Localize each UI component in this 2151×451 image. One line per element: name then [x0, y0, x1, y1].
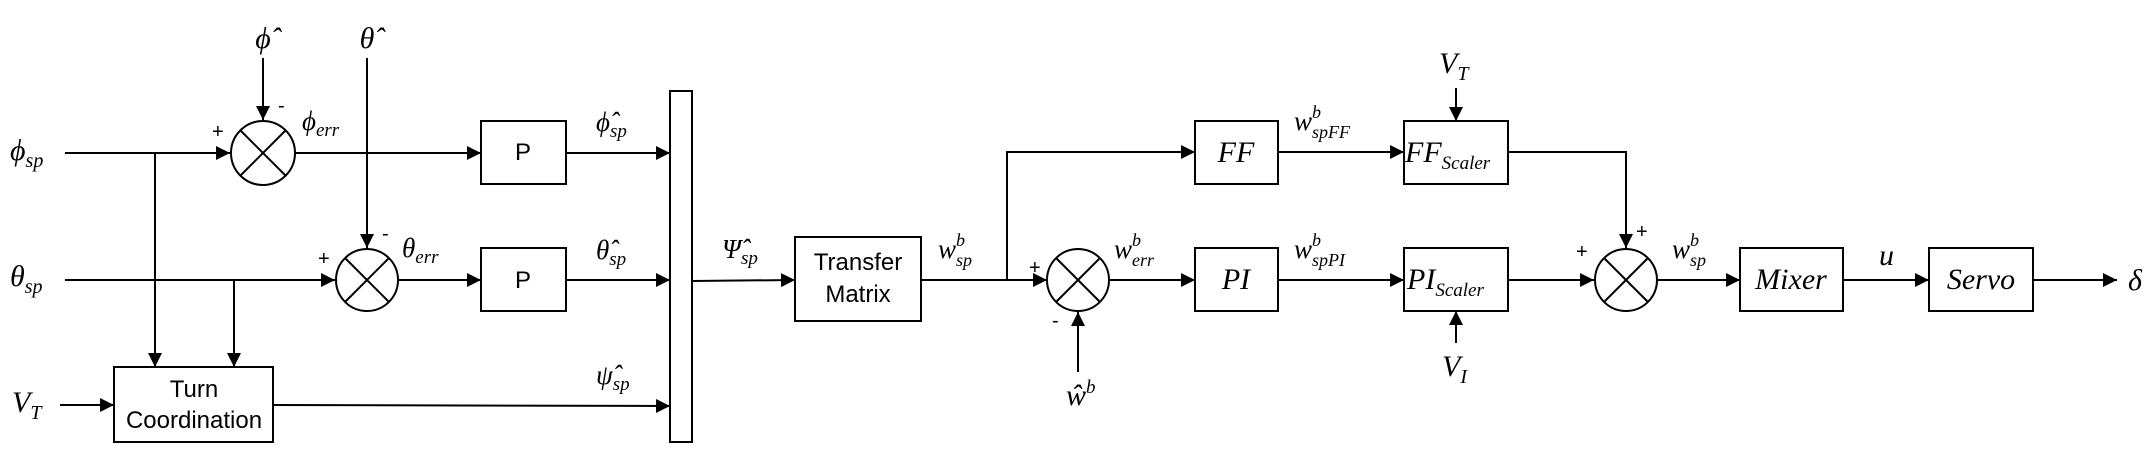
ff-scaler-label: FF [1404, 136, 1442, 169]
wire-Psi-hat-sp [691, 273, 796, 288]
sign-minus-phi: - [278, 95, 285, 117]
sum-junction-phi [230, 120, 296, 186]
block-servo-label: Servo [1947, 263, 2015, 296]
label-delta: δ [2128, 264, 2143, 297]
block-pi-scaler: PIScaler [1403, 247, 1509, 312]
block-ff-scaler: FFScaler [1403, 120, 1509, 185]
label-phi-hat: ϕ̂ [255, 22, 283, 55]
wire-w-sp-ff-branch [1006, 145, 1195, 280]
block-ff: FF [1194, 120, 1279, 185]
label-w-hat: ŵb [1066, 377, 1096, 412]
label-phi-err: ϕerr [302, 106, 340, 141]
pi-scaler-sub: Scaler [1435, 280, 1484, 301]
block-transfer-matrix: Transfer Matrix [794, 236, 922, 322]
sign-minus-theta: - [382, 223, 389, 245]
wire-ff-scaler-out [1508, 151, 1633, 248]
sign-plus-output-left: + [1576, 241, 1588, 263]
block-ff-label: FF [1217, 136, 1255, 169]
turn-coordination-line1: Turn [170, 376, 218, 403]
sum-junction-w-err [1046, 248, 1110, 312]
wires [60, 58, 2117, 413]
label-phi-hat-sp: ϕ̂sp [596, 107, 627, 142]
sign-plus-phi: + [212, 121, 224, 143]
block-pi: PI [1194, 247, 1279, 312]
sign-plus-theta: + [318, 248, 330, 270]
sum-junction-theta [335, 248, 399, 312]
pi-scaler-label: PI [1406, 263, 1437, 296]
label-vt-top: VT [1439, 47, 1470, 85]
sign-plus-w-err: + [1029, 257, 1041, 279]
svg-text:PIScaler: PIScaler [1406, 263, 1484, 301]
transfer-matrix-line1: Transfer [814, 249, 902, 276]
block-p-theta: P [480, 247, 567, 312]
block-mux [669, 90, 693, 443]
ff-scaler-sub: Scaler [1442, 153, 1491, 174]
svg-text:FFScaler: FFScaler [1404, 136, 1491, 174]
block-mixer-label: Mixer [1754, 263, 1827, 296]
block-pi-label: PI [1221, 263, 1252, 296]
label-theta-err: θerr [402, 233, 439, 268]
block-mixer: Mixer [1739, 247, 1844, 312]
block-p-phi: P [480, 120, 567, 185]
label-vt: VT [12, 386, 43, 424]
transfer-matrix-line2: Matrix [825, 281, 890, 308]
label-theta-hat: θ̂ [360, 22, 387, 55]
block-servo: Servo [1928, 247, 2034, 312]
sign-minus-w-err: - [1052, 310, 1059, 332]
label-theta-sp: θsp [10, 260, 43, 298]
turn-coordination-line2: Coordination [126, 407, 262, 434]
block-p-phi-label: P [515, 139, 531, 166]
label-theta-hat-sp: θ̂sp [596, 235, 626, 270]
block-p-theta-label: P [515, 267, 531, 294]
label-vi-bottom: VI [1442, 350, 1468, 388]
sum-junction-output [1594, 248, 1658, 312]
label-Psi-hat-sp: Ψ̂sp [722, 234, 758, 269]
sign-plus-output-top: + [1636, 221, 1648, 243]
label-phi-sp: ϕsp [10, 134, 43, 172]
block-turn-coordination: Turn Coordination [113, 366, 274, 443]
label-u: u [1879, 239, 1894, 272]
wire-psi-hat-sp [272, 398, 671, 413]
label-psi-hat-sp: ψ̂sp [596, 360, 630, 395]
